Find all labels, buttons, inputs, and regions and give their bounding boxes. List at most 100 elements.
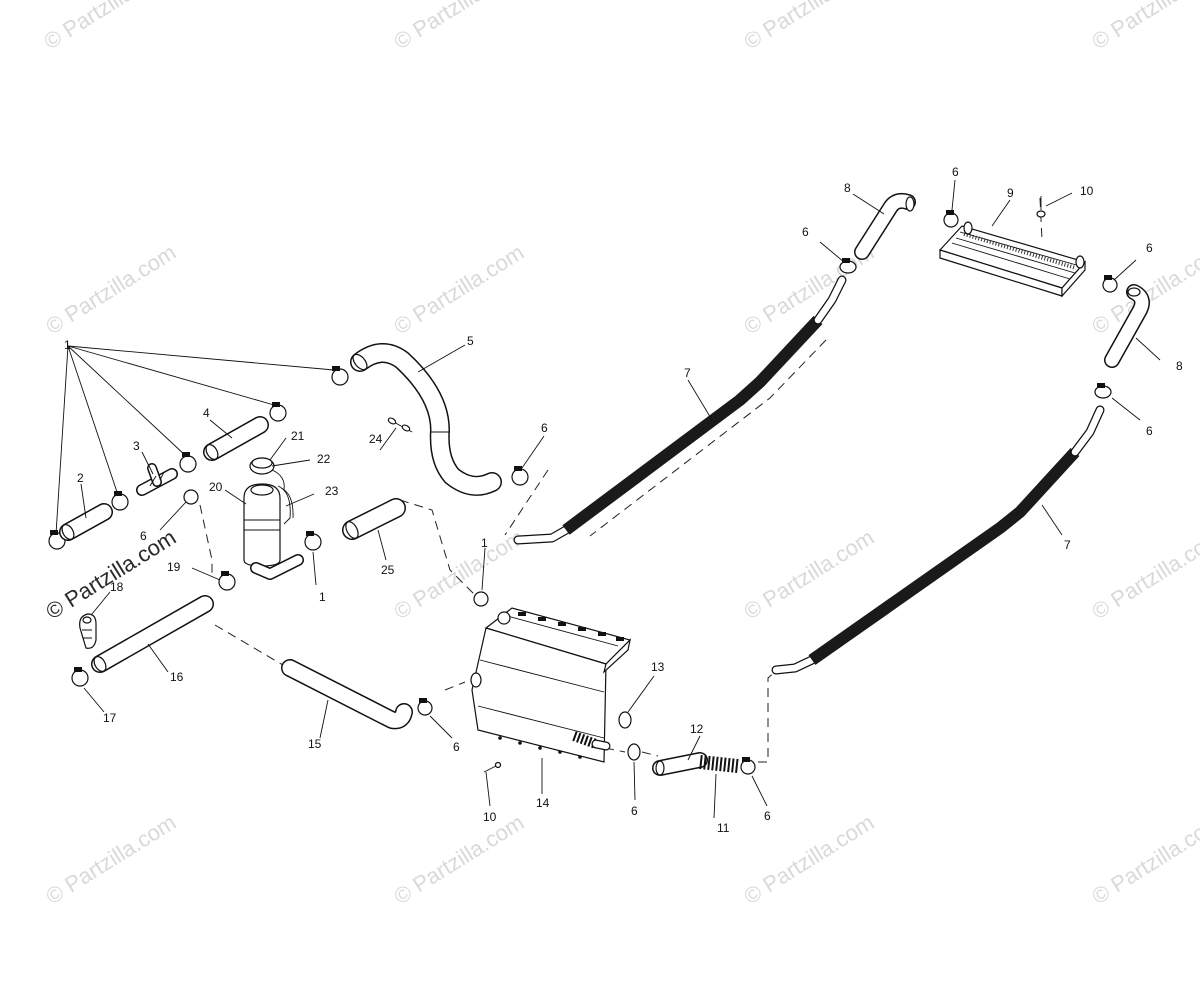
callout-7[interactable]: 7 [684, 366, 691, 380]
callout-6[interactable]: 6 [764, 809, 771, 823]
clamp-1[interactable] [473, 591, 489, 607]
watermark: © Partzilla.com [739, 0, 878, 54]
cap-tether-22[interactable] [271, 469, 285, 491]
callout-2[interactable]: 2 [77, 471, 84, 485]
flow-line [758, 671, 776, 763]
tank-bottom-bolts [498, 736, 582, 759]
hose-2[interactable] [59, 503, 113, 541]
hose-7-upper[interactable] [513, 275, 847, 545]
clamp-6[interactable] [183, 489, 199, 505]
coolant-reservoir-20[interactable] [243, 483, 304, 580]
callout-6[interactable]: 6 [1146, 424, 1153, 438]
callout-21[interactable]: 21 [291, 429, 305, 443]
leader-lines [55, 179, 1161, 819]
callout-24[interactable]: 24 [369, 432, 383, 446]
clamp-19[interactable] [218, 571, 236, 591]
callout-6[interactable]: 6 [1146, 241, 1153, 255]
hose-16[interactable] [91, 595, 214, 673]
clamp-6[interactable] [627, 743, 641, 761]
clamp-6[interactable] [1102, 275, 1118, 293]
clamp-1[interactable] [179, 452, 197, 473]
callout-8[interactable]: 8 [844, 181, 851, 195]
callout-3[interactable]: 3 [133, 439, 140, 453]
watermark: © Partzilla.com [739, 524, 878, 624]
flow-line [641, 751, 659, 757]
flow-line [1039, 197, 1043, 241]
hose-5[interactable] [350, 343, 502, 496]
callout-19[interactable]: 19 [167, 560, 181, 574]
callout-15[interactable]: 15 [308, 737, 322, 751]
clamp-6[interactable] [1094, 383, 1112, 399]
hose-25[interactable] [342, 498, 406, 540]
callout-6[interactable]: 6 [802, 225, 809, 239]
callout-17[interactable]: 17 [103, 711, 117, 725]
callout-25[interactable]: 25 [381, 563, 395, 577]
clip-24[interactable] [387, 417, 413, 433]
callout-6[interactable]: 6 [453, 740, 460, 754]
screw-10-bottom[interactable] [483, 761, 502, 773]
callout-10[interactable]: 10 [1080, 184, 1094, 198]
callout-23[interactable]: 23 [325, 484, 339, 498]
clamp-17[interactable] [71, 667, 89, 687]
callout-12[interactable]: 12 [690, 722, 704, 736]
clamp-6[interactable] [839, 258, 857, 274]
flow-line [199, 504, 213, 578]
flow-line [214, 624, 289, 669]
hose-7-lower[interactable] [771, 405, 1105, 675]
callout-1[interactable]: 1 [481, 536, 488, 550]
tank-outlet-spring [572, 731, 611, 751]
flow-line [504, 469, 549, 536]
callout-9[interactable]: 9 [1007, 186, 1014, 200]
watermark: © Partzilla.com [1087, 0, 1200, 54]
hose-4[interactable] [203, 416, 269, 461]
bracket-18[interactable] [79, 613, 97, 649]
clamp-13[interactable] [618, 711, 632, 729]
reservoir-strap-23[interactable] [277, 485, 294, 525]
callout-1[interactable]: 1 [64, 338, 71, 352]
watermark: © Partzilla.com [1087, 809, 1200, 909]
clamp-6[interactable] [943, 210, 959, 228]
callout-20[interactable]: 20 [209, 480, 223, 494]
callout-6[interactable]: 6 [631, 804, 638, 818]
tank-14[interactable] [470, 607, 632, 763]
watermark: © Partzilla.com [739, 809, 878, 909]
callout-13[interactable]: 13 [651, 660, 665, 674]
flow-lines [199, 197, 1043, 763]
callout-6[interactable]: 6 [541, 421, 548, 435]
clamp-1[interactable] [331, 366, 349, 386]
clamp-1[interactable] [269, 402, 287, 422]
elbow-hose-8-lower[interactable] [1104, 284, 1150, 368]
flow-line [589, 339, 827, 537]
callout-11[interactable]: 11 [717, 821, 730, 835]
callout-16[interactable]: 16 [170, 670, 184, 684]
watermark: © Partzilla.com [389, 0, 528, 54]
callout-7[interactable]: 7 [1064, 538, 1071, 552]
callout-labels: 1 2 3 4 5 6 6 21 22 20 23 24 1 25 1 19 1… [64, 165, 1183, 835]
callout-6[interactable]: 6 [140, 529, 147, 543]
screw-10-top[interactable] [1036, 196, 1046, 218]
callout-14[interactable]: 14 [536, 796, 550, 810]
clamp-1[interactable] [111, 491, 129, 511]
tank-tabs [518, 612, 624, 641]
flow-line [399, 499, 477, 597]
callout-8[interactable]: 8 [1176, 359, 1183, 373]
hose-15[interactable] [281, 659, 413, 730]
clamps[interactable] [48, 210, 1118, 775]
elbow-hose-8-upper[interactable] [854, 192, 916, 260]
hose-12[interactable] [652, 752, 708, 776]
callout-22[interactable]: 22 [317, 452, 331, 466]
clamp-1[interactable] [304, 531, 322, 551]
clamp-6[interactable] [511, 466, 529, 486]
callout-5[interactable]: 5 [467, 334, 474, 348]
clamp-6[interactable] [417, 698, 433, 716]
clamp-6[interactable] [740, 757, 756, 775]
callout-4[interactable]: 4 [203, 406, 210, 420]
callout-6[interactable]: 6 [952, 165, 959, 179]
callout-10[interactable]: 10 [483, 810, 497, 824]
reservoir-cap-21[interactable] [249, 457, 275, 475]
callout-1[interactable]: 1 [319, 590, 326, 604]
callout-18[interactable]: 18 [110, 580, 124, 594]
heat-exchanger-9[interactable] [938, 221, 1087, 298]
tee-fitting-3[interactable] [136, 463, 178, 496]
